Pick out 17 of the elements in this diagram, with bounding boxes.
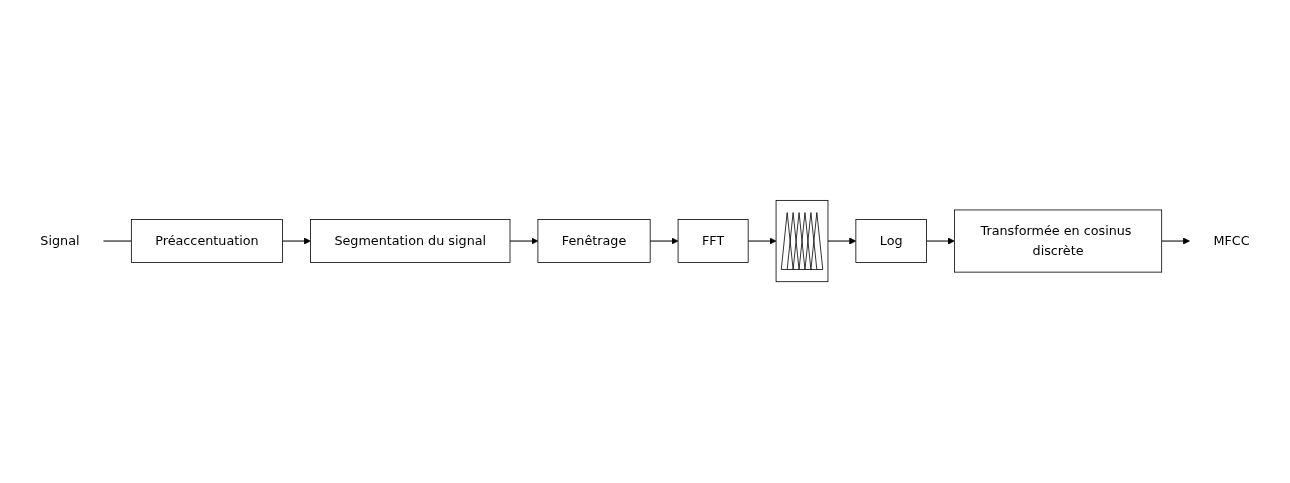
node-text: Signal [40, 233, 80, 249]
node-text: MFCC [1213, 233, 1250, 249]
node-picture [775, 200, 829, 283]
arrow [1161, 238, 1190, 245]
node-box: Segmentation du signal [310, 219, 511, 264]
node-box: Log [855, 219, 927, 264]
node-box: Préaccentuation [130, 219, 283, 264]
arrow [649, 238, 679, 245]
node-box: Fenêtrage [537, 219, 651, 264]
arrow [925, 238, 955, 245]
arrow [282, 238, 311, 245]
arrow [509, 238, 539, 245]
arrow [747, 238, 777, 245]
arrow [827, 238, 857, 245]
node-box: Transformée en cosinus discrète [954, 210, 1163, 273]
connector [102, 240, 132, 242]
node-box: FFT [677, 219, 749, 264]
